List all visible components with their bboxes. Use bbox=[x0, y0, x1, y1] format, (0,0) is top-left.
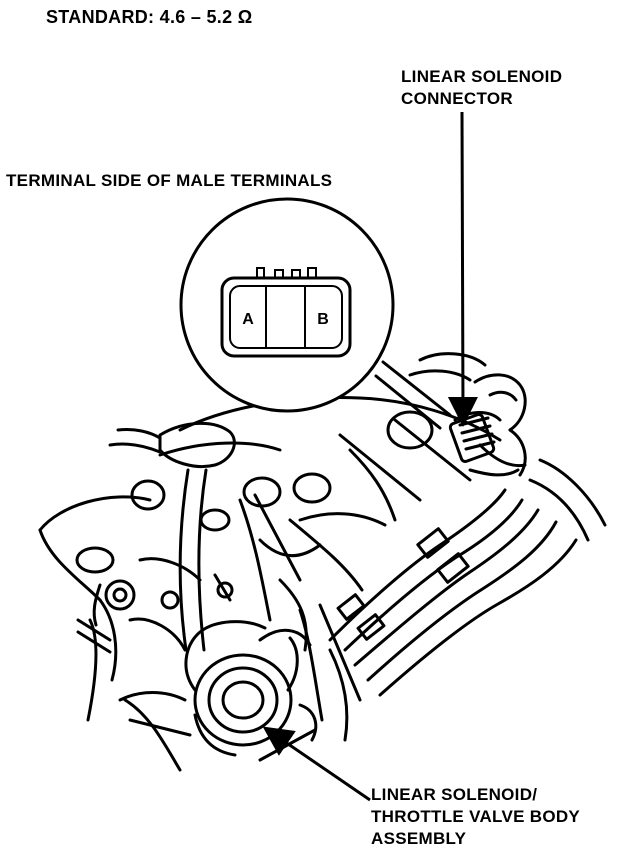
connector-label-line-1: LINEAR SOLENOID bbox=[401, 67, 563, 86]
assembly-label-line-2: THROTTLE VALVE BODY bbox=[371, 807, 581, 826]
terminal-side-label: TERMINAL SIDE OF MALE TERMINALS bbox=[6, 171, 333, 190]
resistance-standard: STANDARD: 4.6 – 5.2 Ω bbox=[46, 7, 253, 27]
connector-callout: A B bbox=[179, 197, 395, 413]
terminal-a-label: A bbox=[242, 311, 254, 328]
assembly-label-line-3: ASSEMBLY bbox=[371, 829, 467, 848]
engine-line-art bbox=[38, 352, 607, 772]
terminal-b-label: B bbox=[317, 311, 329, 328]
assembly-leader-arrow bbox=[262, 726, 371, 802]
connector-label-line-2: CONNECTOR bbox=[401, 89, 513, 108]
linear-solenoid-connector-label: LINEAR SOLENOID CONNECTOR bbox=[401, 66, 562, 110]
assembly-label-line-1: LINEAR SOLENOID/ bbox=[371, 785, 538, 804]
throttle-valve-body-assembly-label: LINEAR SOLENOID/ THROTTLE VALVE BODY ASS… bbox=[371, 784, 580, 850]
leader-arrows bbox=[262, 111, 478, 802]
connector-leader-arrow bbox=[447, 111, 478, 427]
